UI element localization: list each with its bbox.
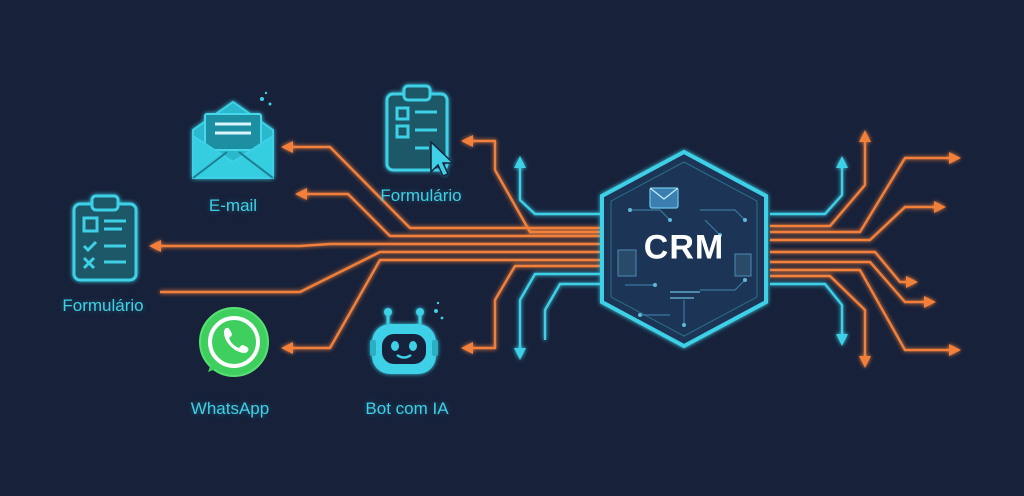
node-label-bot: Bot com IA [365, 399, 449, 418]
cyan-connector-down-2 [543, 282, 600, 340]
right-cyan-connectors [770, 156, 848, 346]
node-label-whatsapp: WhatsApp [190, 399, 270, 418]
left-orange-connectors [149, 135, 600, 354]
right-orange-connectors [770, 130, 961, 368]
right-connector-3 [770, 250, 918, 288]
hub-circuit-traces [625, 209, 746, 325]
email-sparkle-dots [260, 91, 272, 106]
cyan-connector-down-1 [514, 272, 600, 360]
envelope-icon [192, 100, 274, 179]
crm-hub [600, 149, 768, 349]
robot-icon [370, 308, 438, 374]
right-connector-5 [770, 268, 961, 356]
connector-to-bot [461, 264, 600, 354]
whatsapp-icon [199, 307, 269, 377]
right-connector-down-1 [770, 274, 871, 368]
right-connector-1 [770, 152, 961, 234]
robot-sparkle-dots [434, 301, 444, 320]
right-cyan-down [770, 282, 848, 346]
connector-to-form-top [461, 135, 600, 234]
node-label-email: E-mail [208, 196, 258, 215]
node-label-form-left: Formulário [62, 296, 144, 315]
connector-long-1 [160, 250, 600, 294]
hub-circuit-dots [628, 208, 747, 327]
mail-icon [649, 187, 679, 209]
right-connector-2 [770, 201, 946, 242]
clipboard-cursor-icon [385, 84, 455, 177]
connector-to-email-2 [295, 188, 600, 238]
right-connector-up-1 [770, 130, 871, 228]
hub-label: CRM [643, 228, 725, 267]
connector-to-email-1 [281, 141, 600, 230]
crm-hexagon [600, 149, 768, 349]
node-label-form-top: Formulário [380, 186, 462, 205]
right-connector-4 [770, 260, 936, 308]
cyan-connector-up-1 [514, 156, 600, 216]
connector-to-form-left [149, 240, 600, 252]
right-cyan-up [770, 156, 848, 216]
connector-to-whatsapp [281, 258, 600, 354]
left-cyan-connectors [514, 156, 600, 360]
clipboard-icon [72, 194, 138, 282]
